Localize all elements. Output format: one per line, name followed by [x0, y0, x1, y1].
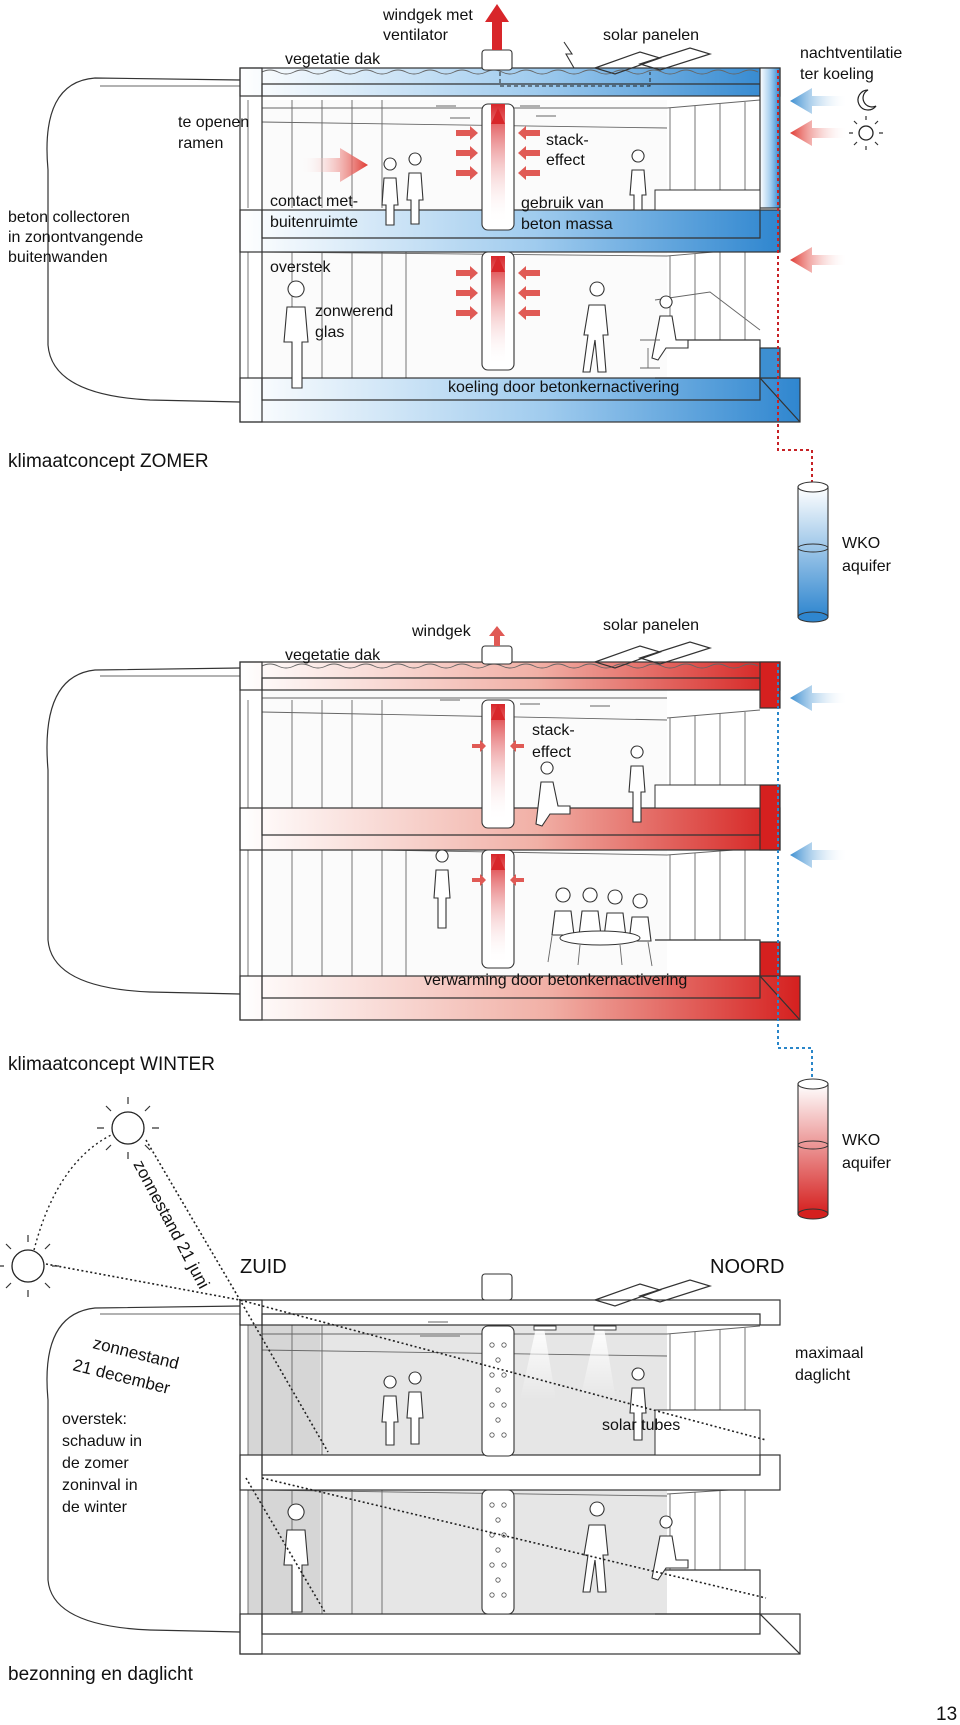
title-zomer: klimaatconcept ZOMER	[8, 451, 209, 472]
summer-sun-ray	[145, 1139, 329, 1453]
label-zonnestand-juni: zonnestand 21 juni	[129, 1157, 213, 1292]
label-windgek-ventilator-1: windgek met	[382, 7, 473, 24]
roof-slab-bezonning	[239, 1299, 781, 1326]
winter-sun-ray-lower	[261, 1477, 767, 1599]
label-te-openen-1: te openen	[178, 114, 249, 131]
winter-sun-icon	[0, 1235, 59, 1297]
label-vegetatie-dak: vegetatie dak	[285, 51, 381, 68]
label-contact-2: buitenruimte	[270, 214, 358, 231]
section-winter	[46, 626, 848, 1082]
duct-line-winter	[777, 664, 813, 1082]
label-solar-panelen: solar panelen	[603, 27, 699, 44]
label-overstek-b-3: de zomer	[62, 1455, 129, 1472]
summer-sun-icon	[97, 1097, 159, 1159]
label-maximaal-2: daglicht	[795, 1367, 851, 1384]
label-zonwerend-2: glas	[315, 324, 344, 341]
label-overstek-b-5: de winter	[62, 1499, 128, 1516]
middle-slab-bezonning	[239, 1454, 781, 1491]
label-zuid: ZUID	[240, 1256, 287, 1278]
page-number: 13	[936, 1704, 957, 1725]
label-contact-1: contact met-	[270, 193, 358, 210]
winter-cool-arrow-1	[790, 685, 848, 711]
label-beton-collectoren-1: beton collectoren	[8, 209, 130, 226]
duct-line-zomer	[777, 70, 813, 485]
label-windgek-ventilator-2: ventilator	[383, 27, 449, 44]
sun-icon	[849, 116, 883, 150]
roof-slab-winter	[239, 661, 781, 691]
curved-facade-winter	[46, 667, 241, 995]
title-bezonning: bezonning en daglicht	[8, 1664, 194, 1685]
label-windgek-winter: windgek	[411, 623, 472, 640]
winter-cool-arrow-2	[790, 842, 848, 868]
label-te-openen-2: ramen	[178, 135, 223, 152]
sun-path-arc	[33, 1127, 129, 1251]
inflow-arrow	[300, 148, 368, 182]
title-winter: klimaatconcept WINTER	[8, 1054, 215, 1075]
label-maximaal-1: maximaal	[795, 1345, 863, 1362]
label-beton-collectoren-3: buitenwanden	[8, 249, 108, 266]
label-stack-winter-2: effect	[532, 744, 571, 761]
label-nachtventilatie-2: ter koeling	[800, 66, 874, 83]
label-solar-panelen-winter: solar panelen	[603, 617, 699, 634]
label-noord: NOORD	[710, 1256, 784, 1278]
label-gebruik-2: beton massa	[521, 216, 613, 233]
sun-warm-arrow-1	[790, 120, 848, 146]
section-bezonning	[0, 1097, 801, 1655]
wko-aquifer-warm	[797, 1078, 829, 1220]
label-stack-1: stack-	[546, 132, 589, 149]
moon-icon	[857, 89, 877, 111]
summer-sun-ray-lower	[245, 1477, 327, 1615]
label-zonwerend-1: zonwerend	[315, 303, 393, 320]
stack-column-bezonning-upper	[481, 1325, 515, 1457]
label-overstek: overstek	[270, 259, 331, 276]
roof-slab-zomer	[239, 67, 781, 97]
curved-facade-zomer	[46, 77, 241, 403]
label-solar-tubes: solar tubes	[602, 1417, 680, 1434]
label-vegetatie-dak-winter: vegetatie dak	[285, 647, 381, 664]
label-koeling: koeling door betonkernactivering	[448, 379, 679, 396]
label-overstek-b-4: zoninval in	[62, 1477, 138, 1494]
label-beton-collectoren-2: in zonontvangende	[8, 229, 143, 246]
label-nachtventilatie-1: nachtventilatie	[800, 45, 902, 62]
label-wko-1-line1: WKO	[842, 535, 880, 552]
curved-facade-bezonning	[46, 1305, 241, 1633]
wko-aquifer-cold	[797, 481, 829, 623]
label-gebruik-1: gebruik van	[521, 195, 604, 212]
label-stack-winter-1: stack-	[532, 722, 575, 739]
label-overstek-b-1: overstek:	[62, 1411, 127, 1428]
sun-warm-arrow-2	[790, 247, 848, 273]
night-cool-arrow	[790, 88, 848, 114]
label-overstek-b-2: schaduw in	[62, 1433, 142, 1450]
section-zomer	[46, 4, 883, 485]
label-wko-1-line2: aquifer	[842, 558, 892, 575]
label-wko-2-line2: aquifer	[842, 1155, 892, 1172]
label-wko-2-line1: WKO	[842, 1132, 880, 1149]
label-verwarming: verwarming door betonkernactivering	[424, 972, 687, 989]
label-stack-2: effect	[546, 152, 585, 169]
